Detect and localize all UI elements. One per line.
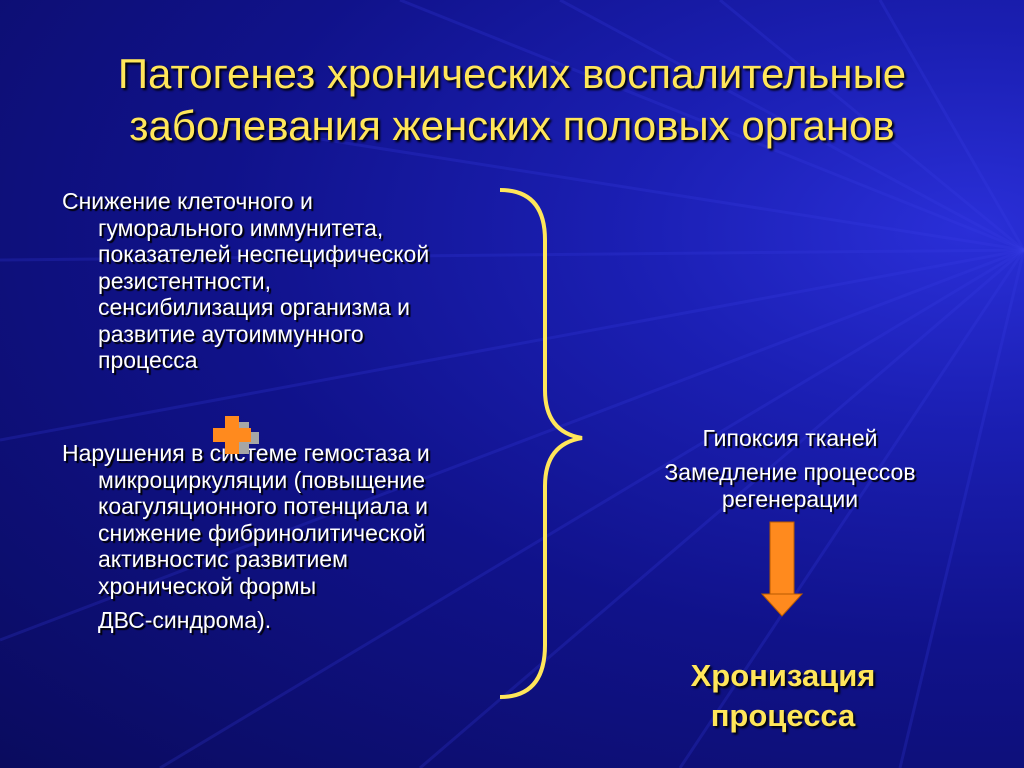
left-block-hemostasis: Нарушения в системе гемостаза и микроцир… [62, 440, 430, 634]
block-line: сенсибилизация организма и [98, 294, 411, 320]
chronization-result: Хронизация процесса [620, 656, 946, 736]
slowdown-line-1: Замедление процессов [664, 459, 916, 485]
block-line: коагуляционного потенциала и [98, 493, 429, 519]
slowdown-line-2: регенерации [721, 486, 859, 512]
result-line-1: Хронизация [690, 658, 876, 693]
slide-title-line-1: Патогенез хронических воспалительные [117, 50, 907, 97]
block-line: гуморального иммунитета, [98, 214, 384, 241]
hypoxia-label: Гипоксия тканей [702, 425, 878, 451]
slide-title-line-2: заболевания женских половых органов [129, 102, 895, 149]
block-line: процесса [98, 347, 198, 373]
slide-title: Патогенез хронических воспалительные заб… [40, 48, 984, 152]
block-line: Снижение клеточного и [62, 188, 313, 214]
block-line: показателей неспецифической [98, 241, 430, 267]
left-block-immunity: Снижение клеточного и гуморального иммун… [62, 188, 429, 374]
block-line: хронической формы [98, 572, 317, 599]
block-line: развитие аутоиммунного [98, 320, 364, 347]
block-line: микроциркуляции (повыщение [98, 466, 426, 493]
medical-cross-icon [213, 416, 259, 454]
block-line: ДВС-синдрома). [98, 607, 272, 633]
result-line-2: процесса [710, 698, 856, 733]
regeneration-slowdown-label: Замедление процессов регенерации [600, 459, 980, 513]
block-line: резистентности, [98, 267, 272, 294]
block-line: снижение фибринолитической [98, 519, 426, 546]
block-line: активностис развитием [98, 546, 348, 572]
